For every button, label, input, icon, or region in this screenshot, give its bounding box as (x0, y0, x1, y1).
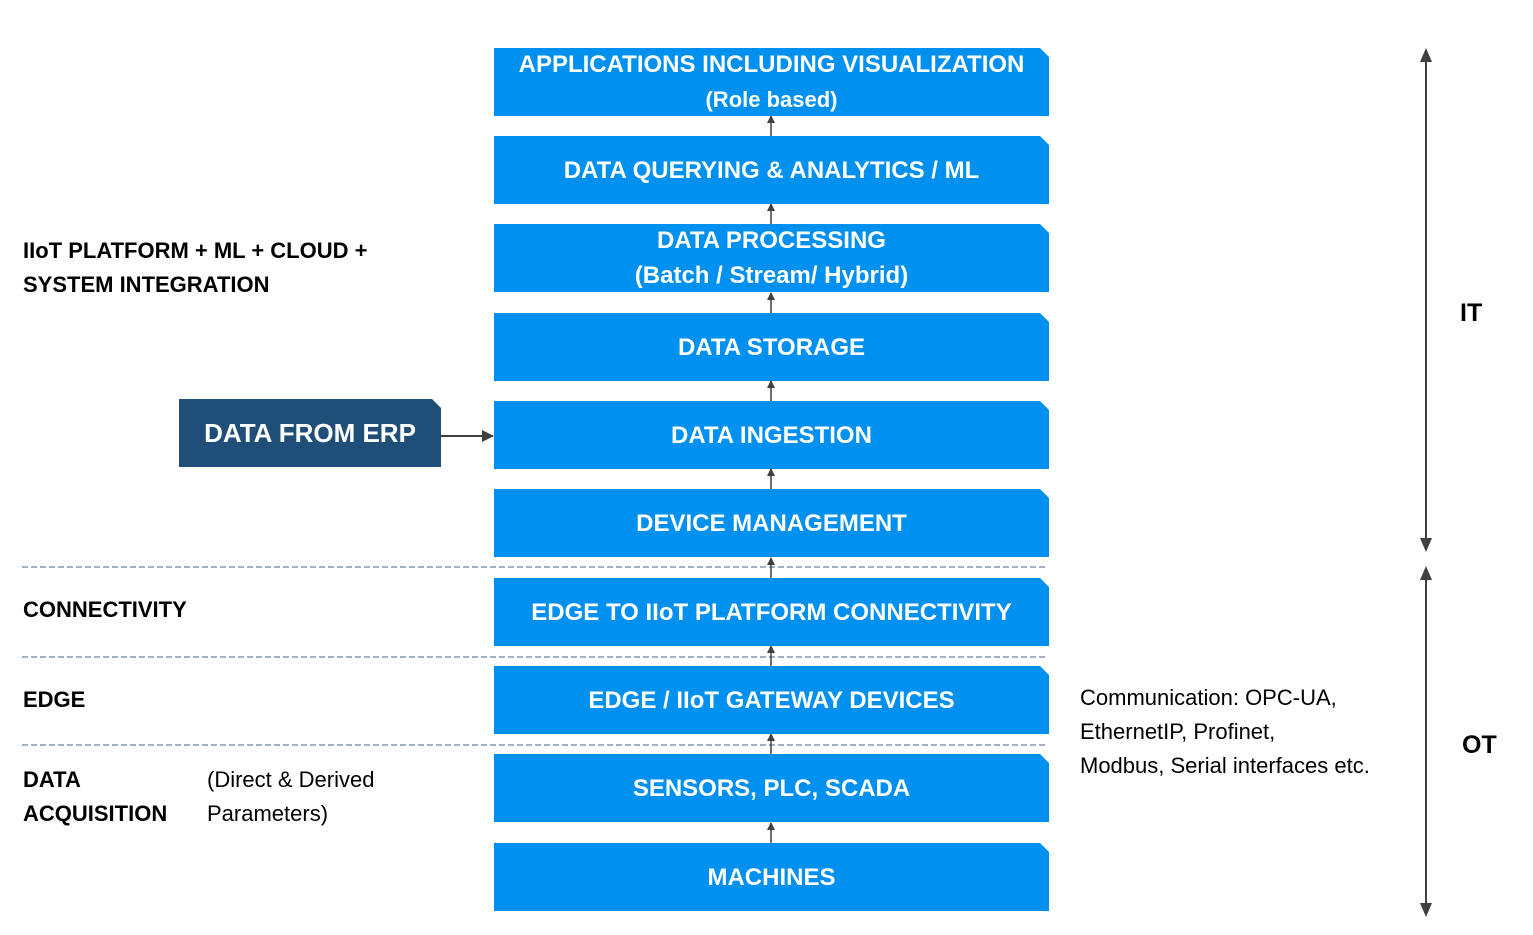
it-arrow-top-head (1420, 48, 1432, 62)
ot-arrow-bottom-head (1420, 903, 1432, 917)
layer-title: EDGE TO IIoT PLATFORM CONNECTIVITY (531, 598, 1012, 626)
layer-title: APPLICATIONS INCLUDING VISUALIZATION (518, 51, 1025, 78)
layer-edge-to-platform-connectivity: EDGE TO IIoT PLATFORM CONNECTIVITY (494, 578, 1049, 646)
communication-line1: Communication: OPC-UA, (1080, 685, 1337, 710)
data-acquisition-label: DATA ACQUISITION (23, 763, 167, 831)
edge-label: EDGE (23, 687, 86, 712)
data-from-erp-box: DATA FROM ERP (179, 399, 441, 467)
connectivity-label: CONNECTIVITY (23, 597, 187, 622)
ot-arrow-top-head (1420, 566, 1432, 580)
layer-data-processing: DATA PROCESSING (Batch / Stream/ Hybrid) (494, 224, 1049, 292)
acquisition-line1: DATA (23, 767, 81, 792)
acquisition-note-line2: Parameters) (207, 801, 329, 826)
layer-title: MACHINES (707, 863, 836, 891)
platform-label-line1: IIoT PLATFORM + ML + CLOUD + (23, 238, 368, 263)
layer-title: DATA STORAGE (677, 333, 866, 361)
communication-line3: Modbus, Serial interfaces etc. (1080, 753, 1370, 778)
layer-title: DATA INGESTION (671, 421, 872, 449)
layer-title: DATA PROCESSING (657, 227, 886, 254)
it-arrow-bottom-head (1420, 538, 1432, 552)
platform-label-line2: SYSTEM INTEGRATION (23, 272, 270, 297)
layer-subtitle: (Batch / Stream/ Hybrid) (634, 262, 909, 289)
layer-applications-visualization: APPLICATIONS INCLUDING VISUALIZATION (Ro… (494, 48, 1049, 116)
layer-title: DATA QUERYING & ANALYTICS / ML (563, 156, 980, 184)
layer-title: EDGE / IIoT GATEWAY DEVICES (588, 686, 955, 714)
erp-label: DATA FROM ERP (204, 417, 416, 448)
communication-protocols-note: Communication: OPC-UA, EthernetIP, Profi… (1080, 681, 1370, 783)
layer-subtitle: (Role based) (705, 87, 838, 112)
layer-data-querying-analytics: DATA QUERYING & ANALYTICS / ML (494, 136, 1049, 204)
acquisition-note: (Direct & Derived Parameters) (207, 763, 374, 831)
layer-data-ingestion: DATA INGESTION (494, 401, 1049, 469)
layer-title: DEVICE MANAGEMENT (636, 509, 907, 537)
acquisition-note-line1: (Direct & Derived (207, 767, 375, 792)
layer-machines: MACHINES (494, 843, 1049, 911)
layer-device-management: DEVICE MANAGEMENT (494, 489, 1049, 557)
communication-line2: EthernetIP, Profinet, (1080, 719, 1276, 744)
layer-sensors-plc-scada: SENSORS, PLC, SCADA (494, 754, 1049, 822)
layer-data-storage: DATA STORAGE (494, 313, 1049, 381)
layer-title: SENSORS, PLC, SCADA (632, 774, 911, 802)
layer-edge-gateway-devices: EDGE / IIoT GATEWAY DEVICES (494, 666, 1049, 734)
acquisition-line2: ACQUISITION (23, 801, 168, 826)
ot-label: OT (1462, 731, 1497, 759)
it-label: IT (1460, 299, 1483, 327)
platform-label: IIoT PLATFORM + ML + CLOUD + SYSTEM INTE… (23, 234, 367, 302)
